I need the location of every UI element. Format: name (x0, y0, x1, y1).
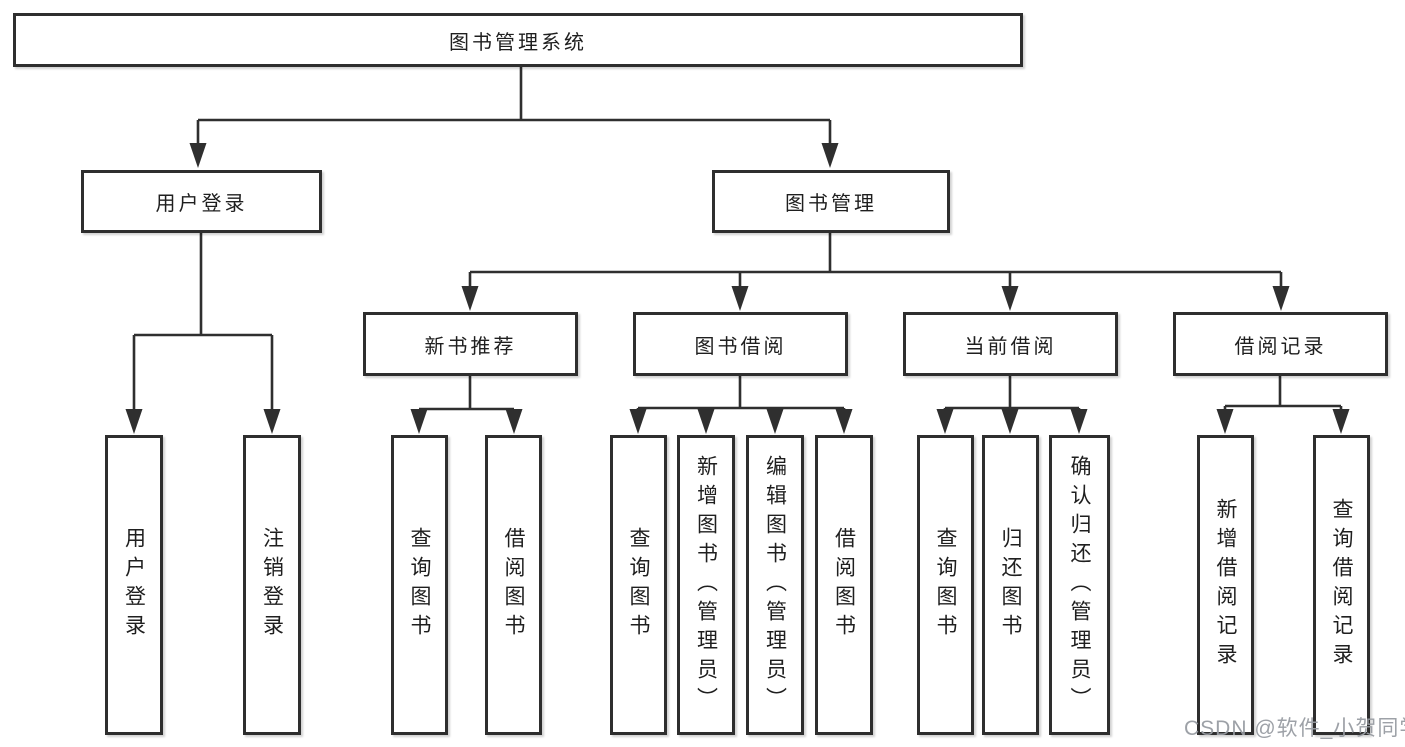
node-leaf-add-borrow-record: 新增借阅记录 (1197, 435, 1254, 735)
node-new-book-recommendation: 新书推荐 (363, 312, 578, 376)
node-current-borrowing-label: 当前借阅 (964, 335, 1057, 358)
node-leaf-add-books-admin-label: 新增图书（管理员） (694, 454, 718, 716)
node-leaf-query-books-3-label: 查询图书 (934, 527, 957, 643)
node-book-management-label: 图书管理 (785, 193, 877, 215)
node-leaf-edit-books-admin: 编辑图书（管理员） (746, 435, 804, 735)
node-leaf-borrow-books-1: 借阅图书 (485, 435, 542, 735)
node-leaf-confirm-return-admin: 确认归还（管理员） (1049, 435, 1110, 735)
node-leaf-query-books-2-label: 查询图书 (627, 527, 650, 643)
node-leaf-borrow-books-2: 借阅图书 (815, 435, 873, 735)
node-leaf-query-books-2: 查询图书 (610, 435, 667, 735)
node-borrowing-records: 借阅记录 (1173, 312, 1388, 376)
node-leaf-query-books-1: 查询图书 (391, 435, 448, 735)
node-leaf-confirm-return-admin-label: 确认归还（管理员） (1068, 454, 1091, 716)
node-leaf-user-login: 用户登录 (105, 435, 163, 735)
node-library-system-label: 图书管理系统 (449, 31, 587, 54)
node-leaf-query-borrow-record-label: 查询借阅记录 (1330, 498, 1353, 672)
node-book-borrowing: 图书借阅 (633, 312, 848, 376)
node-leaf-query-borrow-record: 查询借阅记录 (1313, 435, 1370, 735)
node-leaf-return-books: 归还图书 (982, 435, 1039, 735)
node-leaf-edit-books-admin-label: 编辑图书（管理员） (763, 454, 787, 716)
csdn-watermark: CSDN @软件_小贺同学 (1184, 717, 1405, 740)
node-new-book-recommendation-label: 新书推荐 (424, 335, 517, 358)
node-leaf-add-borrow-record-label: 新增借阅记录 (1214, 498, 1237, 672)
node-current-borrowing: 当前借阅 (903, 312, 1118, 376)
node-leaf-borrow-books-1-label: 借阅图书 (502, 527, 525, 643)
node-leaf-query-books-3: 查询图书 (917, 435, 974, 735)
node-leaf-add-books-admin: 新增图书（管理员） (677, 435, 735, 735)
node-leaf-return-books-label: 归还图书 (999, 527, 1022, 643)
node-library-system: 图书管理系统 (13, 13, 1023, 67)
node-leaf-user-login-label: 用户登录 (122, 527, 146, 643)
node-borrowing-records-label: 借阅记录 (1234, 335, 1327, 358)
node-leaf-query-books-1-label: 查询图书 (408, 527, 431, 643)
node-leaf-borrow-books-2-label: 借阅图书 (832, 527, 856, 643)
node-leaf-logout-label: 注销登录 (260, 527, 284, 643)
node-book-management: 图书管理 (712, 170, 950, 233)
node-user-login-label: 用户登录 (155, 193, 248, 215)
node-user-login: 用户登录 (81, 170, 322, 233)
node-leaf-logout: 注销登录 (243, 435, 301, 735)
node-book-borrowing-label: 图书借阅 (694, 335, 787, 358)
